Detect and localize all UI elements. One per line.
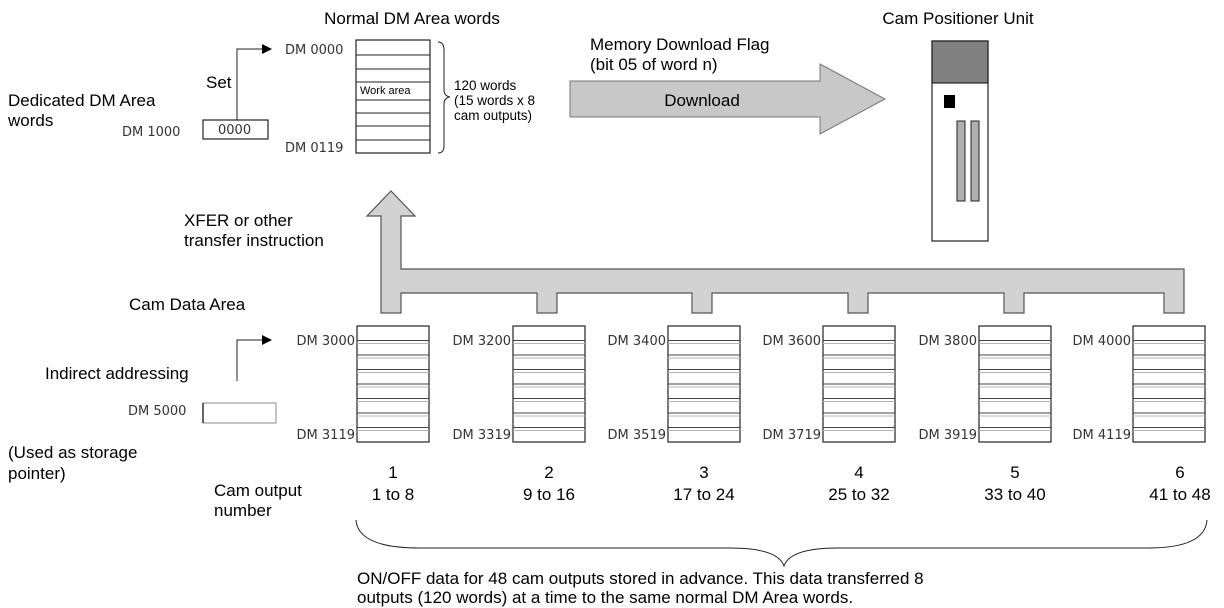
flag-line2: (bit 05 of word n) [590,55,718,74]
pointer-note-line1: (Used as storage [8,443,137,462]
block-number: 4 [854,463,863,482]
block-start-label: DM 3400 [608,334,666,349]
cam-block-5: DM 3800 DM 3919 5 33 to 40 [919,325,1052,504]
dm1000-label: DM 1000 [122,125,180,140]
set-arrow-head [262,44,272,54]
block-number: 3 [699,463,708,482]
size-line1: 120 words [454,78,517,93]
normal-dm-brace [437,41,451,154]
unit-title: Cam Positioner Unit [882,9,1033,28]
footnote-line1: ON/OFF data for 48 cam outputs stored in… [357,569,924,588]
block-range: 25 to 32 [828,485,889,504]
dm5000-box [202,402,277,424]
indirect-arrow-head [262,335,272,345]
dm1000-box [202,119,269,140]
block-range: 33 to 40 [984,485,1045,504]
block-range: 17 to 24 [673,485,734,504]
normal-dm-title: Normal DM Area words [324,9,500,28]
dm0119-label: DM 0119 [285,141,343,156]
size-line3: cam outputs) [454,108,532,123]
cam-block-3: DM 3400 DM 3519 3 17 to 24 [608,325,741,504]
block-end-label: DM 3319 [453,428,511,443]
transfer-bus-arrow [365,190,1185,314]
pointer-note-line2: pointer) [8,464,66,483]
cam-output-line2: number [214,501,272,520]
block-end-label: DM 3919 [919,428,977,443]
cam-data-title: Cam Data Area [129,295,246,314]
block-end-label: DM 3719 [763,428,821,443]
block-start-label: DM 3000 [297,334,355,349]
footnote-line2: outputs (120 words) at a time to the sam… [357,588,853,607]
cam-positioner-unit-icon [931,40,989,242]
cam-output-line1: Cam output [214,481,302,500]
cam-block-6: DM 4000 DM 4119 6 41 to 48 [1073,325,1211,504]
block-number: 1 [388,463,397,482]
block-start-label: DM 3800 [919,334,977,349]
flag-line1: Memory Download Flag [590,35,770,54]
transfer-line1: XFER or other [184,211,293,230]
set-label: Set [206,73,232,92]
block-range: 1 to 8 [372,485,415,504]
dm5000-label: DM 5000 [128,404,186,419]
transfer-line2: transfer instruction [184,231,324,250]
download-arrow [569,63,887,135]
dedicated-dm-title-line1: Dedicated DM Area [8,91,156,110]
block-end-label: DM 4119 [1073,428,1131,443]
block-start-label: DM 3200 [453,334,511,349]
block-end-label: DM 3119 [297,428,355,443]
block-range: 9 to 16 [523,485,575,504]
block-number: 6 [1175,463,1184,482]
block-end-label: DM 3519 [608,428,666,443]
bottom-brace [355,519,1208,568]
dm1000-value: 0000 [218,123,251,138]
block-number: 5 [1010,463,1019,482]
size-line2: (15 words x 8 [454,93,535,108]
cam-block-4: DM 3600 DM 3719 4 25 to 32 [763,325,896,504]
download-label: Download [664,91,740,110]
indirect-arrow-line [236,339,262,381]
block-number: 2 [544,463,553,482]
dedicated-dm-title-line2: words [7,111,53,130]
normal-dm-box [355,39,431,154]
block-start-label: DM 3600 [763,334,821,349]
cam-block-1: DM 3000 DM 3119 1 1 to 8 [297,325,430,504]
block-range: 41 to 48 [1149,485,1210,504]
block-start-label: DM 4000 [1073,334,1131,349]
indirect-label: Indirect addressing [45,364,189,383]
dm0000-label: DM 0000 [285,43,343,58]
set-arrow-line [236,48,262,120]
work-area-label: Work area [360,85,411,97]
cam-block-2: DM 3200 DM 3319 2 9 to 16 [453,325,586,504]
